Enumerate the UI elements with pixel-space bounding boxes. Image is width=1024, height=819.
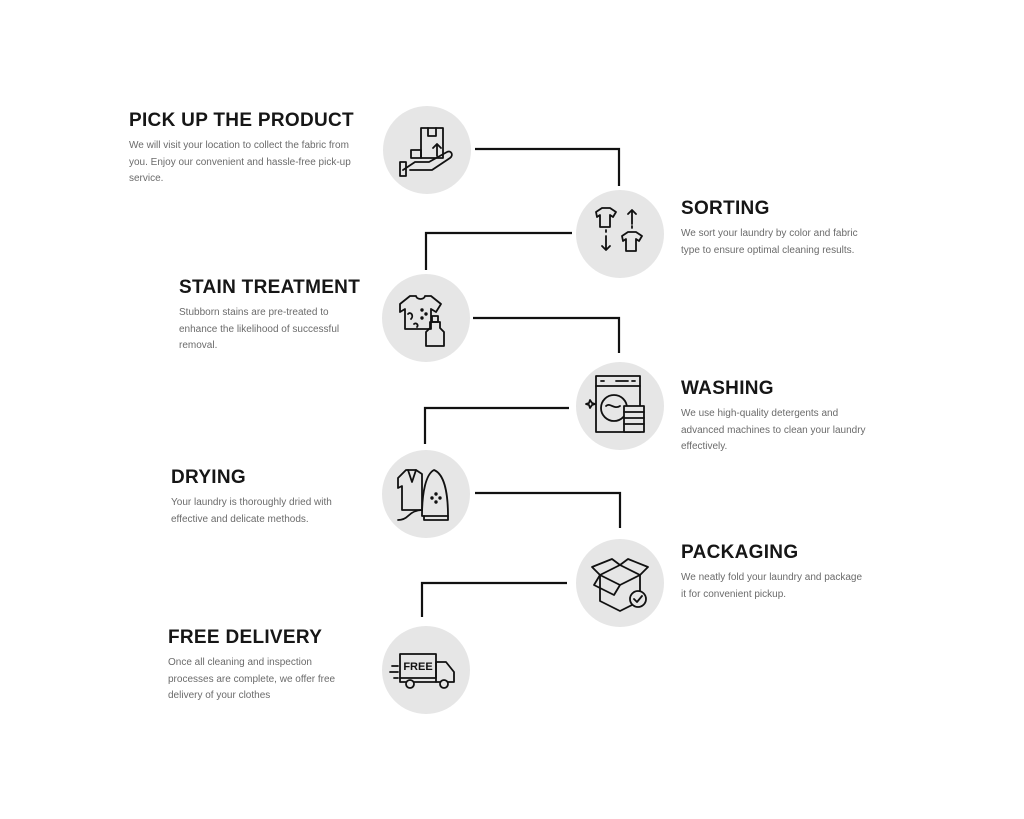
- step-5-circle: [382, 450, 470, 538]
- step-description: We will visit your location to collect t…: [129, 140, 351, 184]
- step-2-text: SORTING We sort your laundry by color an…: [681, 198, 866, 259]
- step-7-text: FREE DELIVERY Once all cleaning and insp…: [168, 627, 338, 705]
- connector-1-2: [475, 147, 621, 186]
- step-3-text: STAIN TREATMENT Stubborn stains are pre-…: [179, 277, 364, 355]
- step-title: STAIN TREATMENT: [179, 277, 361, 298]
- connector-6-7: [420, 581, 567, 617]
- step-title: SORTING: [681, 198, 770, 219]
- step-description: Stubborn stains are pre-treated to enhan…: [179, 307, 340, 351]
- truck-label: FREE: [403, 661, 432, 673]
- connector-3-4: [473, 316, 621, 353]
- step-1-circle: [383, 106, 471, 194]
- step-description: Your laundry is thoroughly dried with ef…: [171, 497, 332, 525]
- step-4-circle: [576, 362, 664, 450]
- shirt-iron-icon: [397, 469, 449, 521]
- step-title: FREE DELIVERY: [168, 627, 323, 648]
- step-6-circle: [576, 539, 664, 627]
- step-7-circle: FREE: [382, 626, 470, 714]
- step-title: WASHING: [681, 378, 774, 399]
- connector-4-5: [423, 406, 569, 444]
- delivery-truck-icon: FREE: [389, 653, 455, 689]
- shirt-spray-icon: [399, 295, 445, 347]
- shirts-sort-icon: [595, 207, 643, 252]
- washing-machine-icon: [585, 375, 645, 433]
- step-6-text: PACKAGING We neatly fold your laundry an…: [681, 542, 866, 603]
- step-description: We use high-quality detergents and advan…: [681, 408, 866, 452]
- step-title: PICK UP THE PRODUCT: [129, 110, 354, 131]
- box-check-icon: [591, 558, 649, 612]
- step-4-text: WASHING We use high-quality detergents a…: [681, 378, 866, 456]
- step-1-text: PICK UP THE PRODUCT We will visit your l…: [129, 110, 364, 188]
- step-title: PACKAGING: [681, 542, 799, 563]
- step-description: Once all cleaning and inspection process…: [168, 657, 336, 701]
- connector-2-3: [424, 231, 572, 270]
- step-5-text: DRYING Your laundry is thoroughly dried …: [171, 467, 356, 528]
- step-description: We sort your laundry by color and fabric…: [681, 228, 858, 256]
- step-2-circle: [576, 190, 664, 278]
- hand-box-icon: [399, 127, 453, 177]
- connector-5-6: [475, 491, 622, 528]
- step-3-circle: [382, 274, 470, 362]
- step-title: DRYING: [171, 467, 246, 488]
- step-description: We neatly fold your laundry and package …: [681, 572, 863, 600]
